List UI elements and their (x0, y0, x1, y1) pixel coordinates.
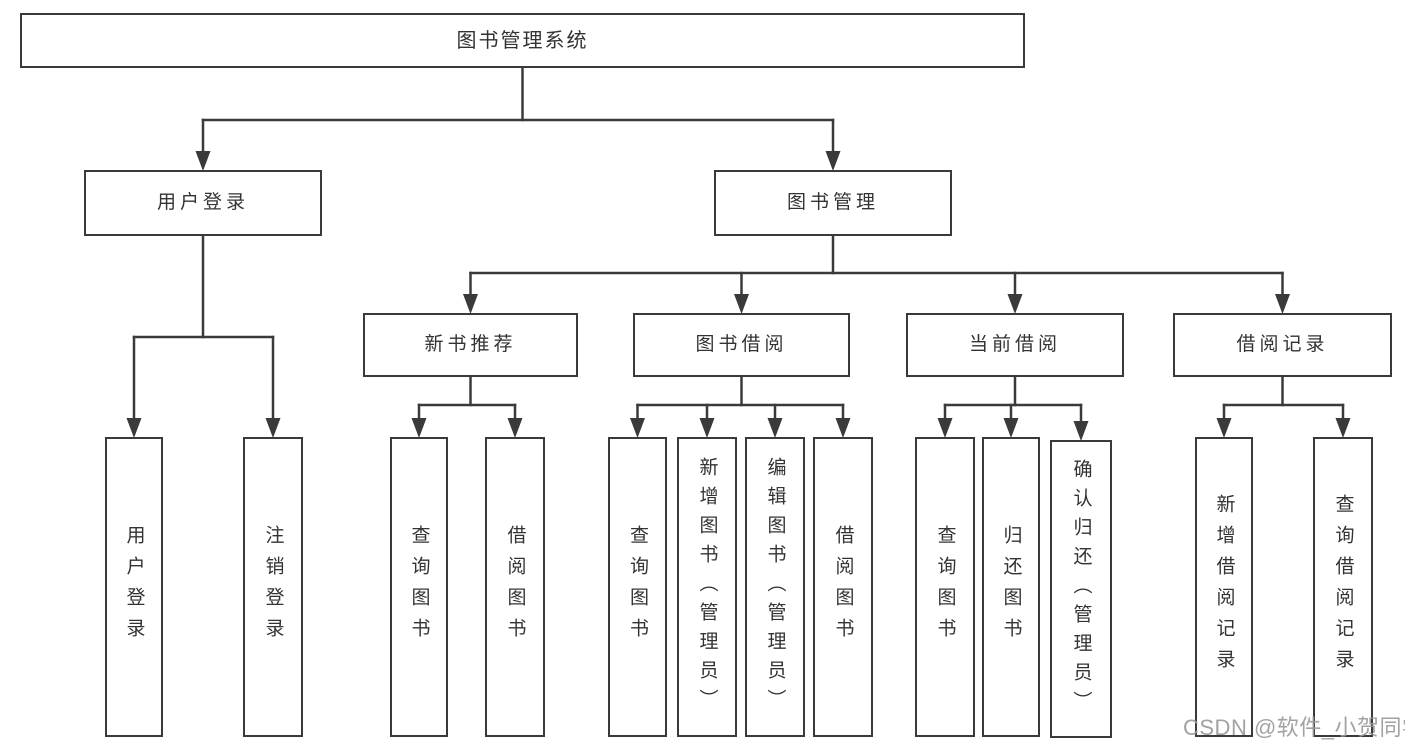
node-label: 借阅图书 (504, 525, 526, 649)
node-label: 用户登录 (156, 191, 249, 213)
edge-book-mgmt (463, 232, 1290, 314)
arrowhead-icon (767, 418, 783, 438)
arrowhead-icon (1335, 418, 1351, 438)
node-leaf-borrow-book-b: 借阅图书 (813, 437, 873, 737)
arrowhead-icon (734, 294, 749, 314)
arrowhead-icon (1216, 418, 1232, 438)
arrowhead-icon (937, 418, 953, 438)
arrowhead-icon (835, 418, 851, 438)
arrowhead-icon (1003, 418, 1019, 438)
arrowhead-icon (195, 151, 211, 171)
node-root: 图书管理系统 (20, 13, 1025, 68)
node-label: 归还图书 (1000, 525, 1022, 649)
node-label: 查询图书 (934, 525, 956, 649)
edge-current-borrow (937, 373, 1089, 441)
node-leaf-return-book: 归还图书 (982, 437, 1040, 737)
arrowhead-icon (630, 418, 645, 438)
node-leaf-query-book-new: 查询图书 (390, 437, 448, 737)
arrowhead-icon (265, 418, 281, 438)
node-leaf-query-book-cur: 查询图书 (915, 437, 975, 737)
node-user-login: 用户登录 (84, 170, 322, 236)
node-book-mgmt: 图书管理 (714, 170, 952, 236)
node-leaf-user-login: 用户登录 (105, 437, 163, 737)
node-label: 新书推荐 (424, 333, 517, 355)
node-book-borrow: 图书借阅 (633, 313, 850, 377)
node-label: 查询图书 (627, 525, 648, 649)
node-label: 借阅图书 (832, 525, 854, 649)
node-label: 查询借阅记录 (1332, 494, 1354, 680)
node-leaf-logout: 注销登录 (243, 437, 303, 737)
arrowhead-icon (507, 418, 523, 438)
node-label: 当前借阅 (968, 333, 1061, 355)
node-label: 注销登录 (262, 525, 284, 649)
node-label: 新增借阅记录 (1213, 494, 1235, 680)
arrowhead-icon (126, 418, 142, 438)
watermark: CSDN @软件_小贺同学 (1183, 715, 1405, 740)
edge-book-borrow (630, 373, 851, 438)
node-leaf-add-borrow-record: 新增借阅记录 (1195, 437, 1253, 737)
node-label: 用户登录 (123, 525, 145, 649)
node-label: 借阅记录 (1236, 333, 1329, 355)
arrowhead-icon (1073, 421, 1089, 441)
edge-root (195, 64, 841, 171)
node-label: 查询图书 (408, 525, 430, 649)
node-leaf-borrow-book-new: 借阅图书 (485, 437, 545, 737)
node-label: 新增图书（管理员） (696, 456, 718, 718)
node-leaf-confirm-return: 确认归还（管理员） (1050, 440, 1112, 738)
node-label: 图书管理 (786, 191, 879, 213)
edge-borrow-records (1216, 373, 1351, 438)
arrowhead-icon (463, 294, 478, 314)
arrowhead-icon (1007, 294, 1023, 314)
node-current-borrow: 当前借阅 (906, 313, 1124, 377)
node-borrow-records: 借阅记录 (1173, 313, 1392, 377)
node-leaf-edit-book: 编辑图书（管理员） (745, 437, 805, 737)
node-leaf-add-book: 新增图书（管理员） (677, 437, 737, 737)
edge-new-book-rec (411, 373, 523, 438)
node-new-book-rec: 新书推荐 (363, 313, 578, 377)
arrowhead-icon (825, 151, 841, 171)
arrowhead-icon (411, 418, 427, 438)
node-label: 图书借阅 (695, 333, 788, 355)
arrowhead-icon (1275, 294, 1290, 314)
node-label: 确认归还（管理员） (1070, 458, 1092, 720)
edge-user-login (126, 232, 281, 438)
node-label: 编辑图书（管理员） (764, 456, 786, 718)
arrowhead-icon (699, 418, 715, 438)
node-leaf-query-book-borrow: 查询图书 (608, 437, 667, 737)
node-leaf-query-borrow-record: 查询借阅记录 (1313, 437, 1373, 737)
node-label: 图书管理系统 (456, 29, 589, 52)
